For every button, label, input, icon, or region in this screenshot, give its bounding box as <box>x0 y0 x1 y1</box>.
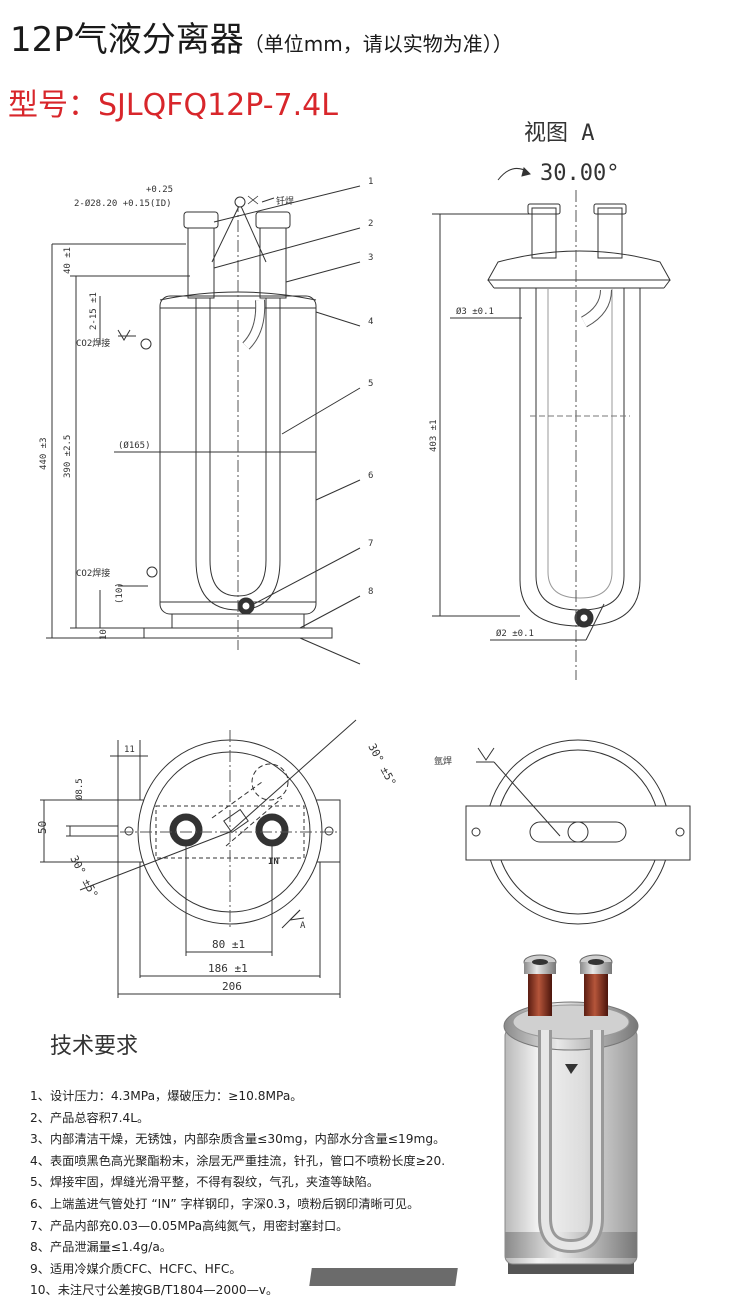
view-a-angle: 30.00° <box>540 161 619 186</box>
angle-right: 30° ±5° <box>365 741 398 788</box>
dim-phi8-5: Ø8.5 <box>74 778 85 800</box>
angle-left: 30° ±5° <box>67 853 100 900</box>
braze-label: 钎焊 <box>276 195 294 207</box>
outlet-pipe <box>259 227 287 299</box>
top-view <box>40 719 357 998</box>
inlet-pipe <box>187 227 215 299</box>
list-item: 4、表面喷黑色高光聚酯粉末，涂层无严重挂流，针孔，管口不喷粉长度≥20. <box>30 1153 446 1168</box>
title-sub: （单位mm，请以实物为准）） <box>243 32 513 56</box>
requirements-title: 技术要求 <box>50 1034 139 1059</box>
callout-8: 8 <box>368 587 373 597</box>
in-mark: IN <box>268 857 279 867</box>
view-a-label: 视图 A <box>524 121 595 146</box>
dim-206: 206 <box>222 980 242 993</box>
dim-186: 186 ±1 <box>208 962 248 975</box>
dim-403: 403 ±1 <box>429 419 439 452</box>
dim-phi165: (Ø165) <box>118 440 151 451</box>
dim-390: 390 ±2.5 <box>63 435 73 478</box>
callout-1: 1 <box>368 177 373 187</box>
argon-weld-label: 氩焊 <box>434 755 452 767</box>
dim-50: 50 <box>36 821 49 834</box>
list-item: 7、产品内部充0.03—0.05MPa高纯氮气，用密封塞封口。 <box>30 1218 349 1233</box>
list-item: 9、适用冷媒介质CFC、HCFC、HFC。 <box>30 1261 242 1276</box>
dim-40: 40 ±1 <box>63 247 73 274</box>
callout-5: 5 <box>368 379 373 389</box>
model-number: 型号：SJLQFQ12P-7.4L <box>8 88 338 123</box>
bottom-view <box>465 739 691 925</box>
callout-2: 2 <box>368 219 373 229</box>
dim-440: 440 ±3 <box>39 437 49 470</box>
page-title: 12P气液分离器（单位mm，请以实物为准）） <box>10 12 513 61</box>
list-item: 1、设计压力：4.3MPa，爆破压力：≥10.8MPa。 <box>30 1089 303 1103</box>
dim-80: 80 ±1 <box>212 938 245 951</box>
callout-numbers: 1 2 3 4 5 6 7 8 <box>368 177 373 597</box>
callout-6: 6 <box>368 471 373 481</box>
list-item: 2、产品总容积7.4L。 <box>30 1110 150 1125</box>
arrow-a: A <box>300 921 306 931</box>
pipe-tol-top: +0.25 <box>146 185 173 195</box>
product-photo <box>309 954 639 1286</box>
list-item: 5、焊接牢固，焊缝光滑平整，不得有裂纹，气孔，夹渣等缺陷。 <box>30 1175 380 1190</box>
co2-weld-label-1: CO2焊接 <box>76 337 110 349</box>
dim-11: 11 <box>124 745 135 755</box>
list-item: 10、未注尺寸公差按GB/T1804—2000—v。 <box>30 1283 279 1298</box>
dim-10-paren: (10) <box>115 582 125 604</box>
dim-2-15: 2-15 ±1 <box>89 292 99 330</box>
front-view <box>46 185 361 665</box>
requirements-list: 1、设计压力：4.3MPa，爆破压力：≥10.8MPa。 2、产品总容积7.4L… <box>30 1086 445 1302</box>
dim-phi2: Ø2 ±0.1 <box>496 628 534 639</box>
view-a <box>432 167 671 680</box>
list-item: 8、产品泄漏量≤1.4g/a。 <box>30 1240 172 1255</box>
dim-10: 10 <box>99 629 109 640</box>
bottom-bracket <box>465 805 691 861</box>
view-a-u-tube <box>519 288 641 627</box>
callout-7: 7 <box>368 539 373 549</box>
dim-phi3: Ø3 ±0.1 <box>456 306 494 317</box>
list-item: 3、内部清洁干燥，无锈蚀，内部杂质含量≤30mg，内部水分含量≤19mg。 <box>30 1132 446 1147</box>
co2-weld-label-2: CO2焊接 <box>76 567 110 579</box>
pipe-diameter-dim: 2-Ø28.20 +0.15(ID) <box>74 198 172 209</box>
callout-3: 3 <box>368 253 373 263</box>
list-item: 6、上端盖进气管处打 “IN” 字样钢印，字深0.3，喷粉后钢印清晰可见。 <box>30 1196 420 1211</box>
callout-4: 4 <box>368 317 373 327</box>
title-main: 12P气液分离器 <box>10 20 244 60</box>
